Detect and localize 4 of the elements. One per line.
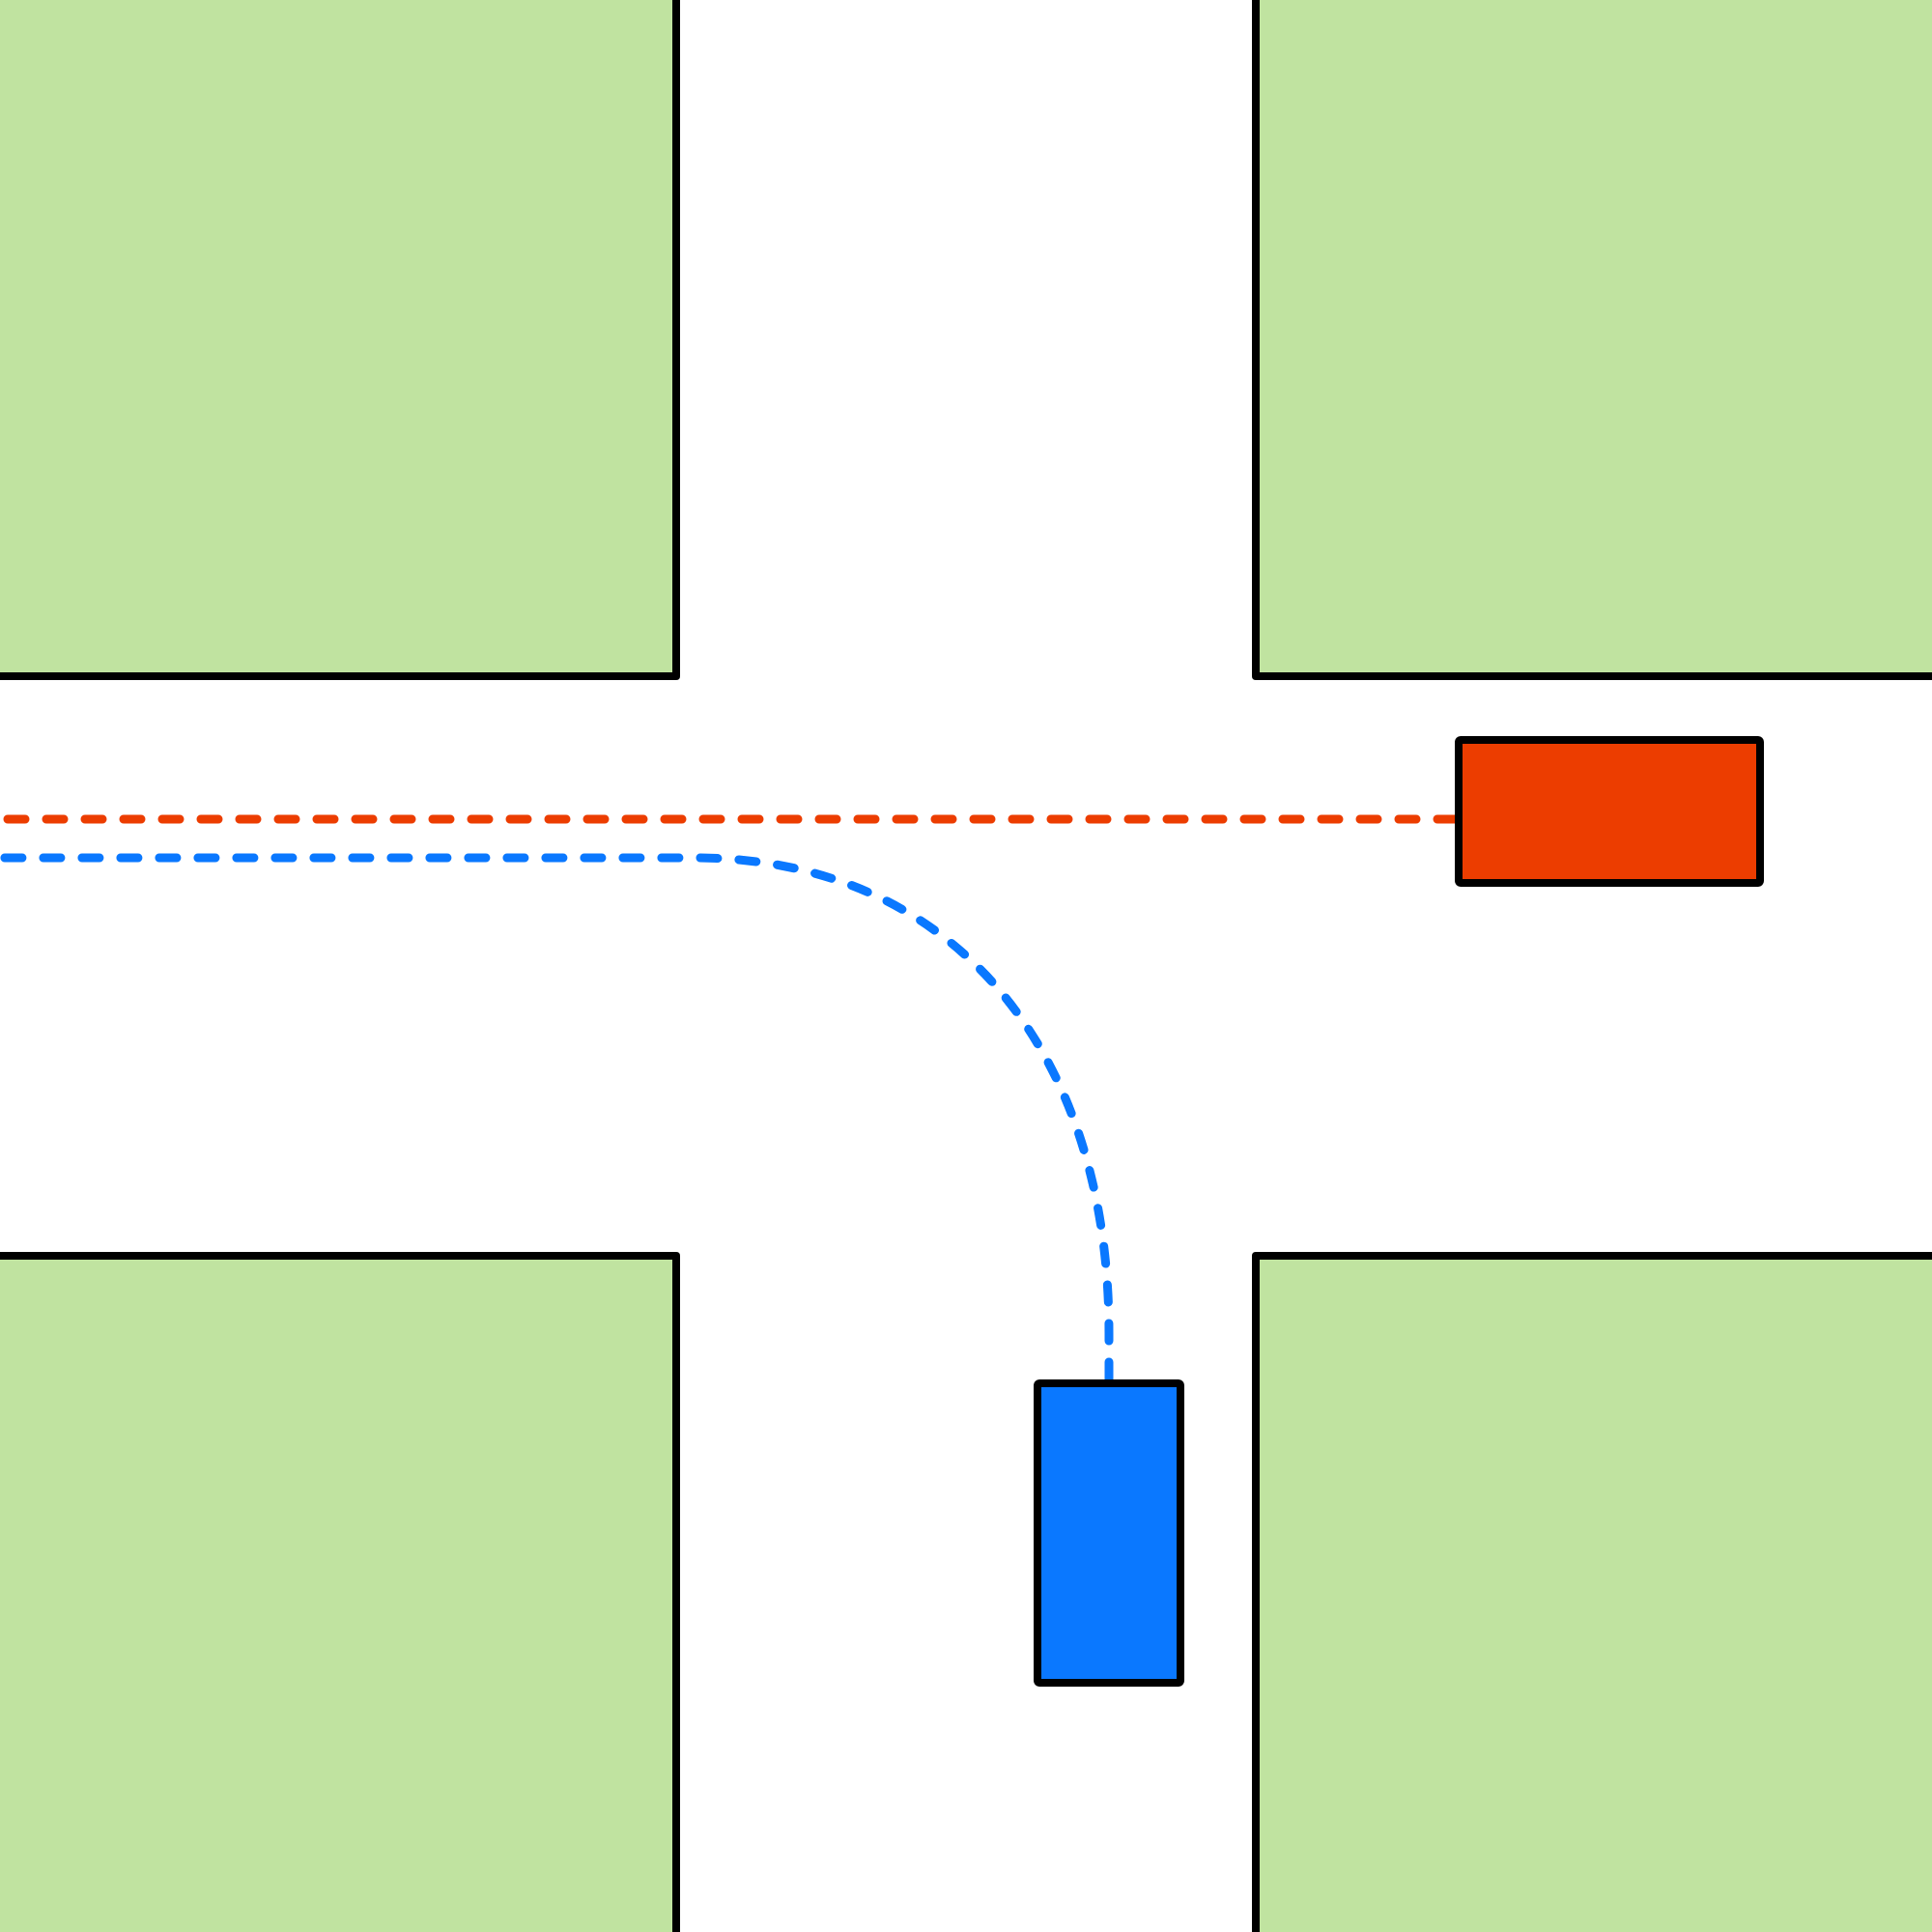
trajectory-line [0,814,1460,824]
car [1034,1379,1184,1687]
trajectory-line [0,853,1114,1384]
car [1455,736,1764,887]
